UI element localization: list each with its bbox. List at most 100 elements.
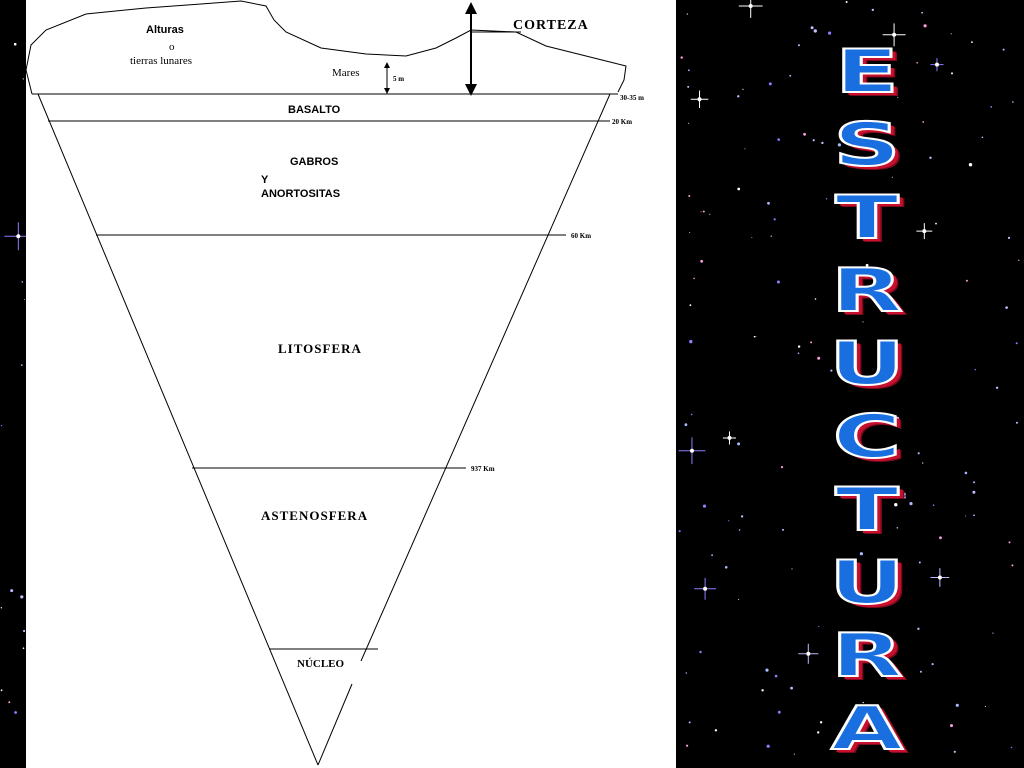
star (22, 647, 25, 649)
star (797, 352, 800, 355)
star (810, 26, 814, 30)
star (922, 121, 925, 123)
star (828, 31, 832, 35)
title-letter: R (830, 255, 905, 327)
star (688, 122, 690, 124)
star (1008, 541, 1011, 544)
sparkle-core (935, 62, 939, 67)
star (935, 222, 937, 225)
mares-label: Mares (332, 67, 360, 79)
star (897, 96, 899, 98)
star (742, 88, 744, 90)
sparkle-core (806, 651, 811, 656)
title-letter: E (834, 36, 901, 108)
star (798, 44, 800, 47)
star (766, 744, 770, 748)
star (789, 74, 792, 77)
alturas-label: Alturas (146, 24, 184, 36)
moon-structure-diagram: Alturas o tierras lunares Mares 5 m CORT… (26, 0, 644, 766)
star (1010, 746, 1013, 749)
cone-left-side (37, 93, 319, 766)
star (737, 442, 741, 446)
star (761, 689, 764, 692)
star (738, 529, 741, 531)
star (774, 674, 778, 678)
star (953, 750, 956, 753)
star (709, 213, 711, 215)
star (932, 504, 935, 507)
star (862, 321, 864, 323)
star (776, 280, 780, 284)
star (840, 365, 844, 368)
star (923, 24, 927, 28)
star (814, 298, 817, 300)
star (972, 490, 976, 494)
star (984, 705, 986, 708)
star (690, 413, 693, 416)
star (955, 703, 959, 707)
star (1011, 564, 1014, 567)
nucleo-label: NÚCLEO (297, 658, 345, 670)
star (689, 339, 693, 344)
star (693, 277, 695, 280)
star (753, 335, 756, 338)
star (768, 82, 772, 86)
cone-right-side (360, 93, 611, 662)
corteza-depth-label: 30-35 m (620, 94, 644, 102)
star (855, 125, 858, 129)
star (903, 496, 906, 499)
star (939, 536, 942, 540)
star (992, 632, 994, 634)
gabros-depth-label: 60 Km (571, 232, 591, 240)
star (964, 471, 968, 475)
star (974, 368, 976, 371)
star (973, 514, 975, 517)
star (689, 231, 691, 233)
star (1007, 236, 1011, 239)
star (1015, 342, 1018, 345)
star (862, 701, 865, 704)
star (728, 520, 730, 522)
star (965, 279, 968, 282)
sparkle-core (937, 575, 942, 580)
corteza-arrow-up (465, 2, 477, 14)
cone-right-tip (317, 683, 353, 766)
star (700, 211, 702, 213)
star (782, 528, 784, 531)
star (894, 503, 898, 507)
star (0, 425, 3, 427)
star (855, 661, 859, 665)
star (740, 515, 744, 518)
star (922, 462, 924, 464)
star (857, 414, 859, 416)
star (791, 568, 793, 570)
star (950, 724, 953, 728)
star (714, 729, 718, 732)
star (737, 187, 741, 191)
star (755, 336, 757, 338)
star (8, 701, 11, 704)
star (23, 629, 26, 633)
corteza-label: CORTEZA (513, 18, 589, 33)
star (777, 138, 780, 141)
tierras-lunares-label: tierras lunares (130, 55, 192, 67)
mares-depth-label: 5 m (393, 75, 404, 83)
star (1012, 101, 1014, 103)
sparkle-core (922, 229, 927, 234)
star (1002, 48, 1005, 51)
star (981, 136, 984, 139)
sparkle-core (690, 448, 694, 453)
sparkle (738, 0, 763, 18)
star (24, 299, 26, 300)
star (865, 263, 869, 267)
star (896, 527, 899, 529)
star (21, 281, 24, 283)
star (22, 78, 24, 80)
title-letter: U (828, 328, 907, 400)
mares-arrow-up (384, 62, 390, 68)
astenosfera-label: ASTENOSFERA (261, 508, 368, 523)
sparkle-core (703, 586, 708, 591)
star (995, 386, 999, 389)
star (711, 554, 713, 556)
star (1018, 259, 1020, 261)
